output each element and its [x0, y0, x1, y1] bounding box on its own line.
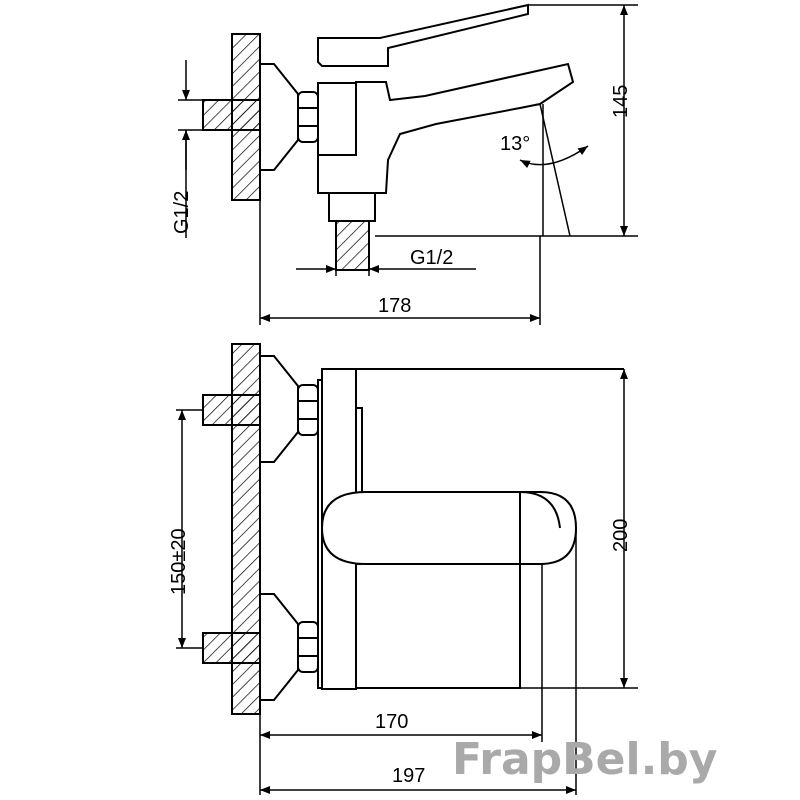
nut-upper [297, 384, 319, 436]
dim-depth-178: 178 [378, 295, 411, 317]
valve-body-side [317, 82, 357, 156]
inlet-pipe-lower [202, 632, 268, 664]
watermark: FrapBel.by [452, 734, 717, 785]
inlet-pipe-side [202, 99, 268, 131]
handle-top [320, 491, 578, 565]
outlet-pipe-side [335, 220, 370, 271]
eccentric-bell-upper [259, 355, 299, 463]
side-view-dimensions: 145 G1/2 G1/2 13° 178 [171, 4, 638, 325]
dim-thread-vertical: G1/2 [171, 191, 193, 234]
eccentric-bell-side [259, 63, 299, 171]
dim-angle: 13° [500, 133, 530, 155]
nut-lower [297, 621, 319, 673]
inlet-pipe-upper [202, 394, 268, 426]
top-view [202, 343, 624, 715]
dim-centers: 150±20 [168, 528, 190, 595]
dim-depth-197: 197 [392, 765, 425, 787]
spout-top [355, 558, 521, 689]
top-view-dimensions: 200 150±20 170 197 [168, 369, 638, 795]
dim-height-145: 145 [610, 85, 632, 118]
dim-thread-horizontal: G1/2 [410, 247, 453, 269]
dim-depth-170: 170 [375, 711, 408, 733]
eccentric-bell-lower [259, 593, 299, 701]
outlet-fitting-side [328, 192, 376, 222]
dim-height-200: 200 [610, 519, 632, 552]
nut-side [297, 91, 319, 143]
spout-side [317, 62, 575, 194]
side-view [202, 3, 575, 271]
handle-side [317, 3, 529, 67]
inner-slot [355, 407, 363, 499]
